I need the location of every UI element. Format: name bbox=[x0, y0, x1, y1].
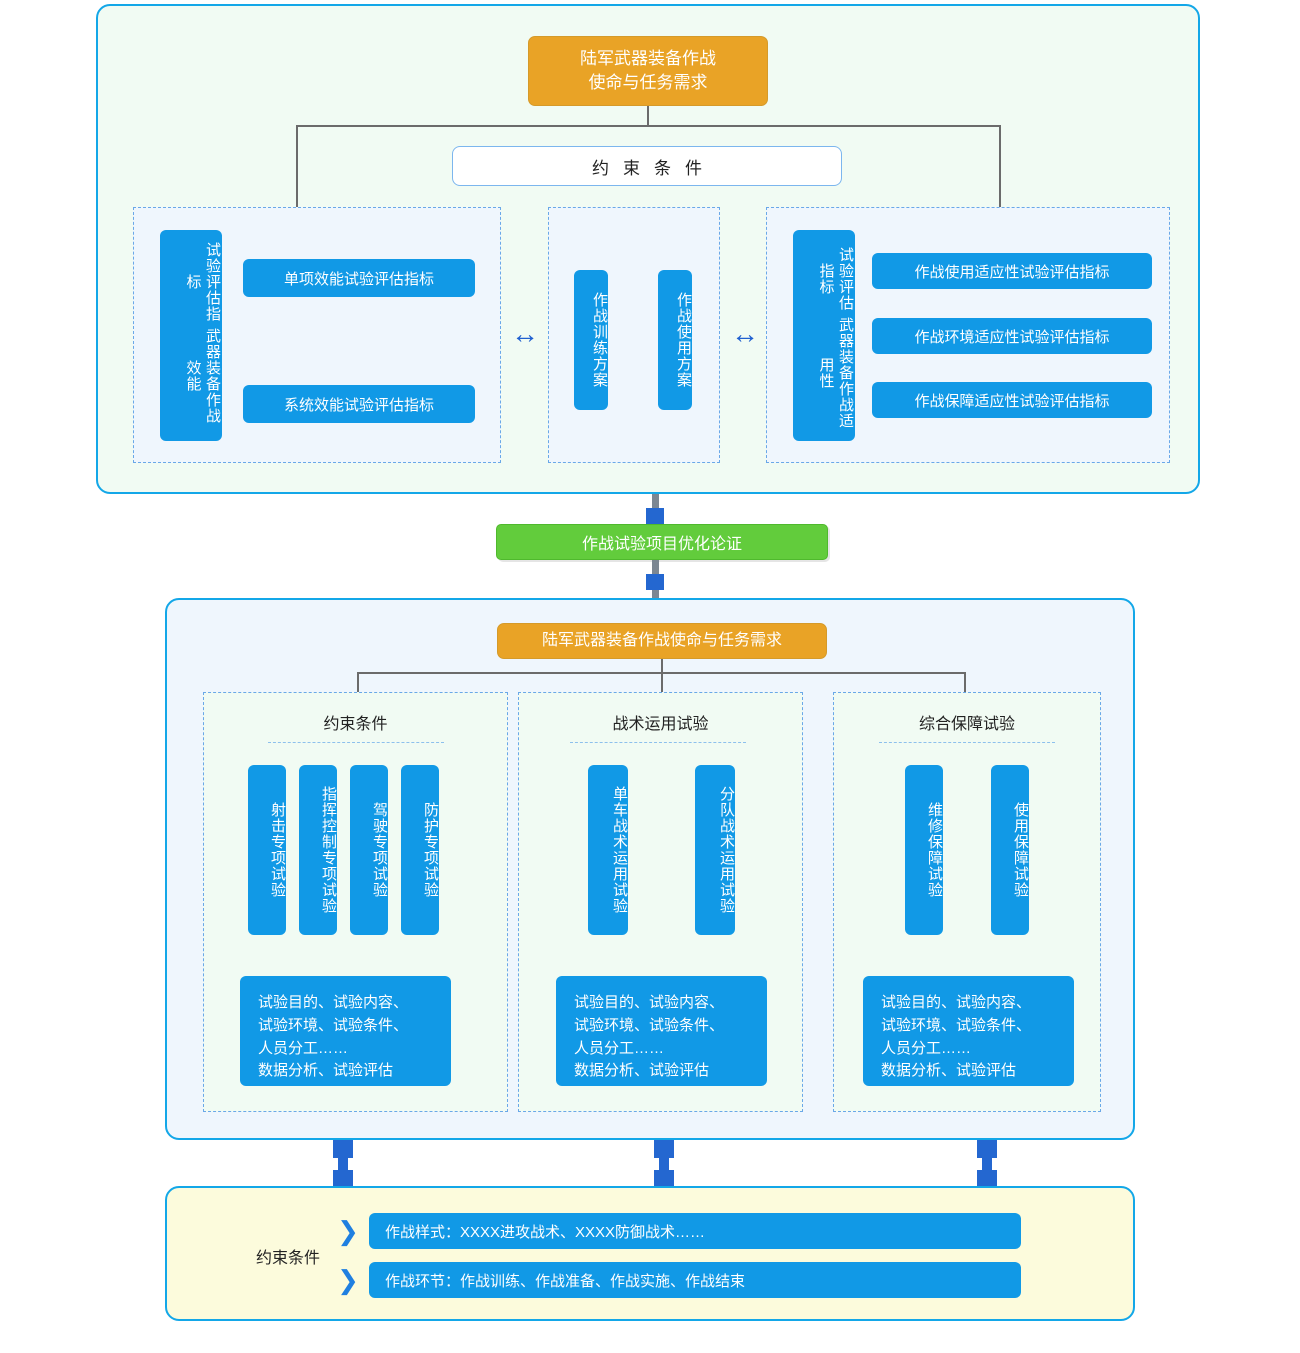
section2-col1-item-4: 防护专项试验 bbox=[401, 765, 439, 935]
section2-col2-item-1: 单车战术运用试验 bbox=[588, 765, 628, 935]
ibeam-connector-3 bbox=[975, 1140, 999, 1190]
section2-col2-detail: 试验目的、试验内容、 试验环境、试验条件、 人员分工…… 数据分析、试验评估 bbox=[556, 976, 767, 1086]
right-label-col-right: 试验评估指标 bbox=[817, 247, 855, 312]
connector-h-bracket bbox=[296, 125, 1000, 127]
section3-row-1: 作战样式：XXXX进攻战术、XXXX防御战术…… bbox=[369, 1213, 1021, 1249]
section1-middle-bar-2: 作战使用方案 bbox=[658, 270, 692, 410]
connector-nub-top bbox=[646, 508, 664, 524]
section3-chevron-1-icon: ❯ bbox=[337, 1216, 359, 1246]
section2-col3-item-2: 使用保障试验 bbox=[991, 765, 1029, 935]
section2-connector-v-col3 bbox=[964, 672, 966, 692]
section2-col1-item-2: 指挥控制专项试验 bbox=[299, 765, 337, 935]
section1-right-bar-1: 作战使用适应性试验评估指标 bbox=[872, 253, 1152, 289]
section2-col1-item-3: 驾驶专项试验 bbox=[350, 765, 388, 935]
section1-left-vertical-label: 试验评估指标武器装备作战效能 bbox=[160, 230, 222, 441]
arrow-middle-right-icon: ↔ bbox=[731, 318, 759, 349]
ibeam-connector-2 bbox=[652, 1140, 676, 1190]
section2-col1-item-1: 射击专项试验 bbox=[248, 765, 286, 935]
section2-col2-item-2: 分队战术运用试验 bbox=[695, 765, 735, 935]
section3-row-2: 作战环节：作战训练、作战准备、作战实施、作战结束 bbox=[369, 1262, 1021, 1298]
section1-middle-bar-1: 作战训练方案 bbox=[574, 270, 608, 410]
section2-connector-v-from-title bbox=[661, 659, 663, 673]
ibeam-connector-1 bbox=[331, 1140, 355, 1190]
section2-column-2-title: 战术运用试验 bbox=[612, 716, 709, 733]
section3-chevron-2-icon: ❯ bbox=[337, 1265, 359, 1295]
section2-column-3-title: 综合保障试验 bbox=[918, 716, 1015, 733]
section1-left-bar-1: 单项效能试验评估指标 bbox=[243, 259, 475, 297]
section2-col3-item-1: 维修保障试验 bbox=[905, 765, 943, 935]
section2-col3-detail: 试验目的、试验内容、 试验环境、试验条件、 人员分工…… 数据分析、试验评估 bbox=[863, 976, 1074, 1086]
section2-column-1-title: 约束条件 bbox=[323, 716, 388, 733]
section2-column-2-rule bbox=[570, 742, 746, 743]
section1-right-vertical-label: 试验评估指标武器装备作战适用性 bbox=[793, 230, 855, 441]
section2-title-box: 陆军武器装备作战使命与任务需求 bbox=[497, 623, 827, 659]
left-label-col-left: 武器装备作战效能 bbox=[184, 327, 222, 424]
section1-right-bar-3: 作战保障适应性试验评估指标 bbox=[872, 382, 1152, 418]
arrow-left-middle-icon: ↔ bbox=[511, 318, 539, 349]
left-label-col-right: 试验评估指标 bbox=[184, 242, 222, 323]
connector-v-right bbox=[999, 125, 1001, 207]
connector-v-from-title bbox=[647, 106, 649, 126]
section2-connector-v-col1 bbox=[357, 672, 359, 692]
section2-col1-detail: 试验目的、试验内容、 试验环境、试验条件、 人员分工…… 数据分析、试验评估 bbox=[240, 976, 451, 1086]
right-label-col-left: 武器装备作战适用性 bbox=[817, 316, 855, 429]
section1-title-box: 陆军武器装备作战 使命与任务需求 bbox=[528, 36, 768, 106]
section1-left-bar-2: 系统效能试验评估指标 bbox=[243, 385, 475, 423]
section2-column-1-rule bbox=[268, 742, 444, 743]
section1-right-bar-2: 作战环境适应性试验评估指标 bbox=[872, 318, 1152, 354]
connector-nub-bottom bbox=[646, 574, 664, 590]
constraint-pill: 约束条件 bbox=[452, 146, 842, 186]
section3-panel bbox=[165, 1186, 1135, 1321]
section3-side-label: 约束条件 bbox=[255, 1250, 320, 1267]
connector-v-left bbox=[296, 125, 298, 207]
section2-connector-v-col2 bbox=[661, 672, 663, 692]
section2-column-3-rule bbox=[879, 742, 1055, 743]
optimization-button[interactable]: 作战试验项目优化论证 bbox=[496, 524, 828, 560]
